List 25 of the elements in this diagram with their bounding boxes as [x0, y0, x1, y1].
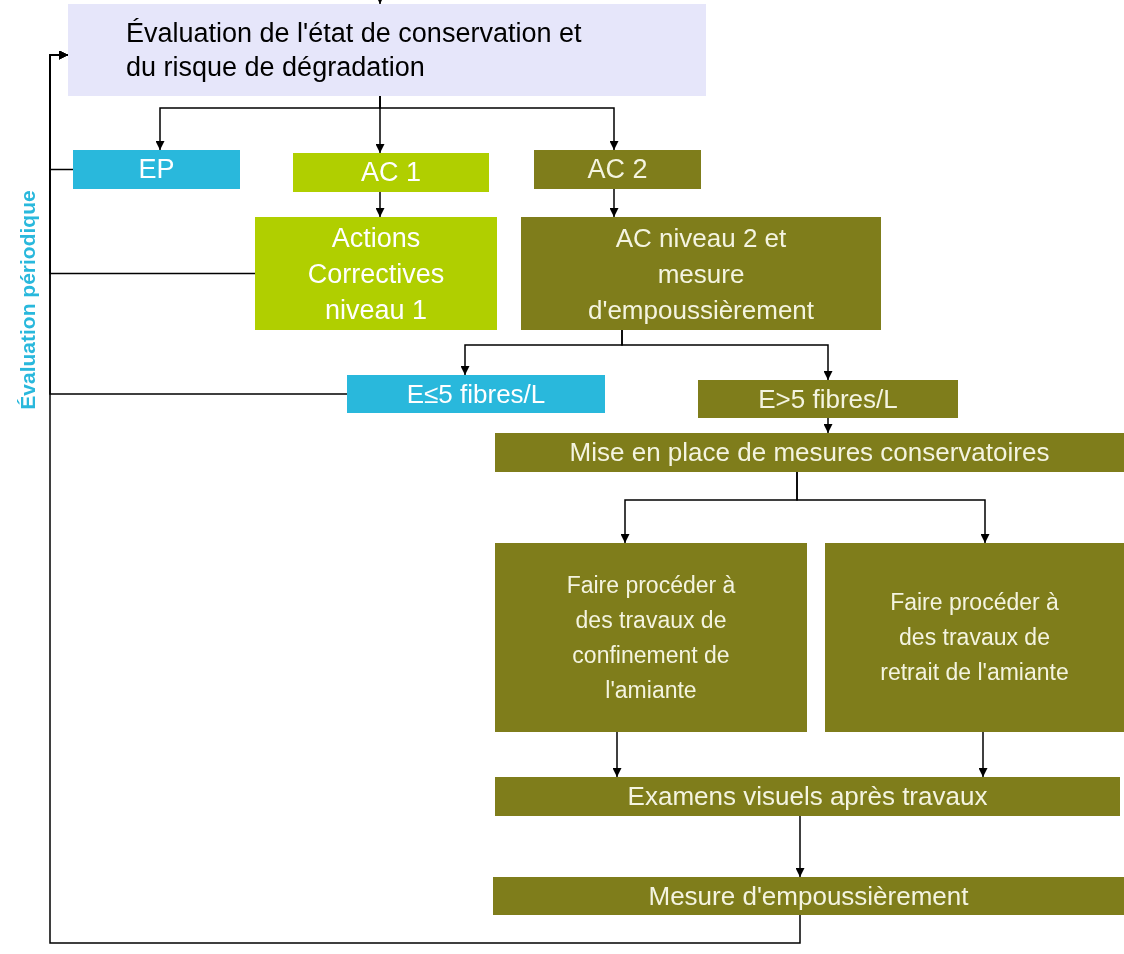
arrow	[375, 191, 385, 218]
arrow	[609, 188, 619, 218]
arrow	[621, 329, 833, 381]
arrow	[978, 731, 988, 778]
process-box: Mise en place de mesures conservatoires	[495, 433, 1124, 472]
arrow	[49, 50, 348, 395]
process-box: AC 1	[293, 153, 489, 192]
arrow	[379, 95, 619, 151]
process-box: AC 2	[534, 150, 701, 189]
process-box: Faire procéder à des travaux de retrait de l'amiante	[825, 543, 1124, 732]
arrow	[612, 731, 622, 778]
process-box: EP	[73, 150, 240, 189]
arrow	[796, 471, 990, 544]
process-box: Mesure d'empoussièrement	[493, 877, 1124, 915]
process-box: AC niveau 2 et mesure d'empoussièrement	[521, 217, 881, 330]
arrow	[795, 815, 805, 878]
process-box: Actions Correctives niveau 1	[255, 217, 497, 330]
process-box: Examens visuels après travaux	[495, 777, 1120, 816]
arrow	[375, 0, 385, 5]
process-box: Faire procéder à des travaux de confinement de l'amiante	[495, 543, 807, 732]
process-box: E≤5 fibres/L	[347, 375, 605, 413]
arrow	[823, 417, 833, 434]
process-box: Évaluation de l'état de conservation et du risque de dégradation	[68, 4, 706, 96]
vertical-label: Évaluation périodique	[15, 190, 41, 410]
process-box: E>5 fibres/L	[698, 380, 958, 418]
